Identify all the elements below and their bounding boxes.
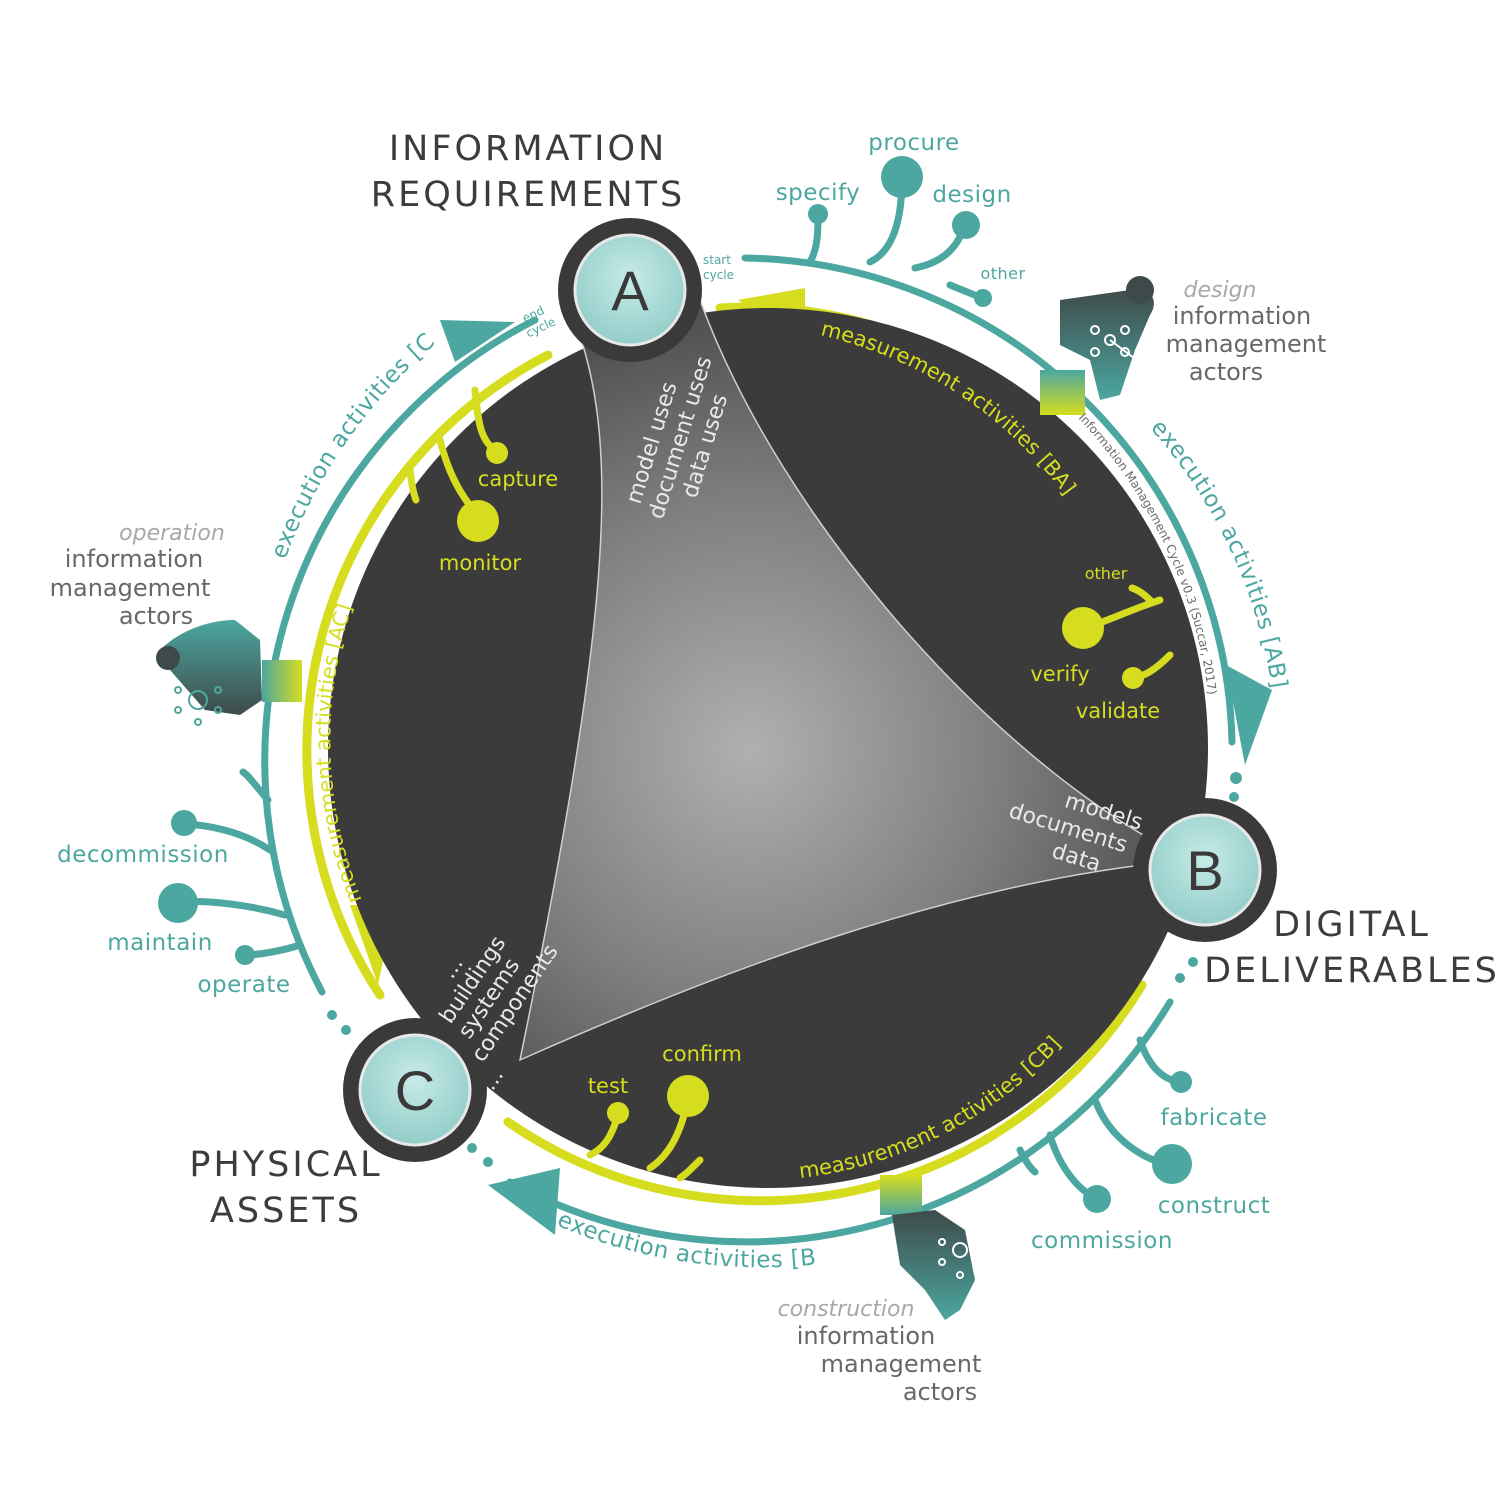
maintain-label: maintain (107, 930, 213, 956)
design-other-label: other (980, 264, 1025, 283)
heading-requirements: REQUIREMENTS (371, 175, 685, 215)
decommission-bulb (171, 810, 197, 836)
construction-actors-l2: management (821, 1350, 982, 1378)
commission-label: commission (1031, 1228, 1173, 1254)
capture-bulb (486, 442, 508, 464)
operation-branch-bulbs (158, 810, 255, 965)
specify-label: specify (776, 180, 861, 206)
operation-actors-l3: actors (119, 602, 193, 630)
fabricate-label: fabricate (1160, 1105, 1267, 1131)
operation-phase: operation (119, 521, 225, 546)
heading-digital: DIGITAL (1273, 905, 1431, 945)
verify-label: verify (1030, 662, 1089, 686)
arrowhead-bc (488, 1168, 560, 1235)
operation-actor-figure (156, 620, 302, 726)
construction-actor-figure (880, 1175, 982, 1320)
monitor-bulb (457, 500, 499, 542)
network-icon (938, 1238, 982, 1279)
confirm-bulb (667, 1075, 709, 1117)
decommission-label: decommission (57, 842, 229, 868)
node-a[interactable]: A (558, 218, 702, 362)
construct-bulb (1152, 1144, 1192, 1184)
construction-phase: construction (778, 1297, 915, 1322)
measure-b-bulbs (1062, 607, 1144, 689)
design-actors-label: design information management actors (1166, 278, 1327, 386)
arrowhead-ab (1226, 665, 1272, 765)
test-bulb (607, 1102, 629, 1124)
fabricate-bulb (1170, 1071, 1192, 1093)
other-bulb (974, 289, 992, 307)
construction-branch-bulbs (1083, 1071, 1192, 1213)
node-b-letter: B (1186, 839, 1223, 902)
operate-label: operate (197, 972, 290, 998)
arrowhead-ca (440, 320, 515, 362)
measure-a-bulbs (457, 442, 508, 542)
design-actor-figure (1040, 276, 1156, 415)
start-cycle-line2: cycle (703, 268, 734, 282)
maintain-bulb (158, 883, 198, 923)
heading-assets: ASSETS (210, 1191, 362, 1231)
confirm-label: confirm (662, 1042, 742, 1066)
network-icon (174, 686, 222, 726)
node-a-letter: A (611, 259, 649, 322)
design-actors-l2: management (1166, 330, 1327, 358)
measure-other-label: other (1085, 564, 1128, 583)
node-c[interactable]: C (343, 1018, 487, 1162)
monitor-label: monitor (439, 551, 522, 575)
start-cycle-line1: start (703, 253, 731, 267)
design-label: design (932, 182, 1011, 208)
core-triangle (518, 299, 1193, 1062)
execution-ring (261, 254, 1236, 1246)
heading-deliverables: DELIVERABLES (1204, 951, 1500, 991)
network-icon (1090, 325, 1156, 376)
node-b[interactable]: B (1133, 798, 1277, 942)
operation-actors-label: operation information management actors (50, 521, 225, 630)
heading-physical: PHYSICAL (189, 1145, 382, 1185)
construction-actors-l1: information (797, 1322, 936, 1350)
heading-information: INFORMATION (389, 129, 667, 169)
capture-label: capture (478, 467, 558, 491)
design-branch-bulbs (808, 156, 992, 307)
specify-bulb (808, 204, 828, 224)
design-phase: design (1184, 278, 1257, 303)
design-actors-l1: information (1173, 302, 1312, 330)
operate-bulb (235, 945, 255, 965)
test-label: test (588, 1074, 628, 1098)
design-actors-l3: actors (1189, 358, 1263, 386)
validate-label: validate (1076, 699, 1160, 723)
construct-label: construct (1158, 1193, 1271, 1219)
verify-bulb (1062, 607, 1104, 649)
commission-bulb (1083, 1185, 1111, 1213)
operation-actors-l2: management (50, 574, 211, 602)
procure-label: procure (868, 130, 959, 156)
measure-c-bulbs (607, 1075, 709, 1124)
construction-actors-label: construction information management acto… (778, 1297, 982, 1406)
arm-b-labels: models documents data (1006, 788, 1146, 877)
execution-arrowheads (440, 320, 1272, 1235)
procure-bulb (881, 156, 923, 198)
validate-bulb (1122, 667, 1144, 689)
node-c-letter: C (395, 1059, 435, 1122)
ring-dots (327, 772, 1242, 1167)
design-bulb (952, 211, 980, 239)
execution-ca-label: execution activities [CA] (0, 0, 440, 562)
construction-actors-l3: actors (903, 1378, 977, 1406)
operation-actors-l1: information (65, 545, 204, 573)
